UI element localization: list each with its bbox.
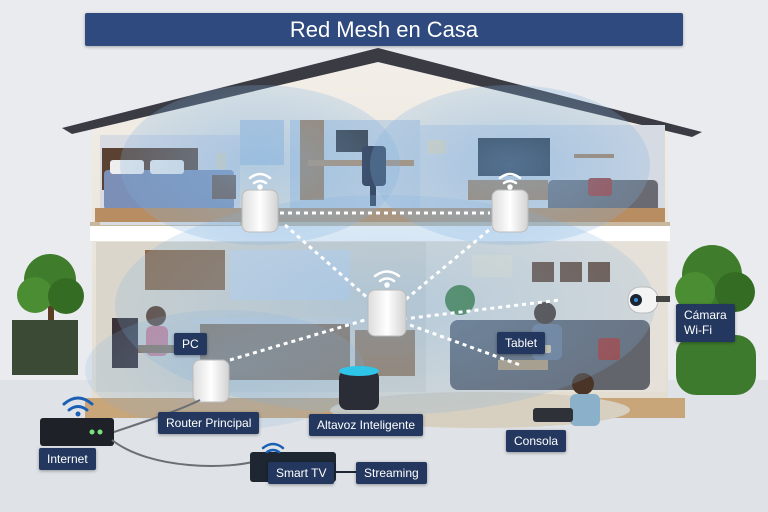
hedge-left [12, 320, 78, 375]
label-camera-line1: Cámara [684, 308, 727, 322]
label-internet: Internet [39, 448, 96, 470]
label-speaker: Altavoz Inteligente [309, 414, 424, 436]
person-console [533, 373, 600, 426]
mesh-node-icon [192, 189, 529, 403]
label-console: Consola [506, 430, 567, 452]
wifi-icon [248, 172, 522, 288]
diagram-title: Red Mesh en Casa [85, 13, 683, 46]
label-tablet: Tablet [497, 332, 546, 354]
modem-icon [40, 396, 114, 446]
label-smart-tv: Smart TV [268, 462, 335, 484]
label-camera: Cámara Wi-Fi [676, 304, 735, 342]
label-streaming: Streaming [356, 462, 427, 484]
label-camera-line2: Wi-Fi [684, 323, 712, 337]
label-router: Router Principal [158, 412, 260, 434]
mesh-links [229, 211, 561, 367]
speaker-icon [339, 366, 379, 410]
hedge-right [676, 335, 756, 395]
camera-icon [627, 286, 670, 314]
label-pc: PC [174, 333, 207, 355]
